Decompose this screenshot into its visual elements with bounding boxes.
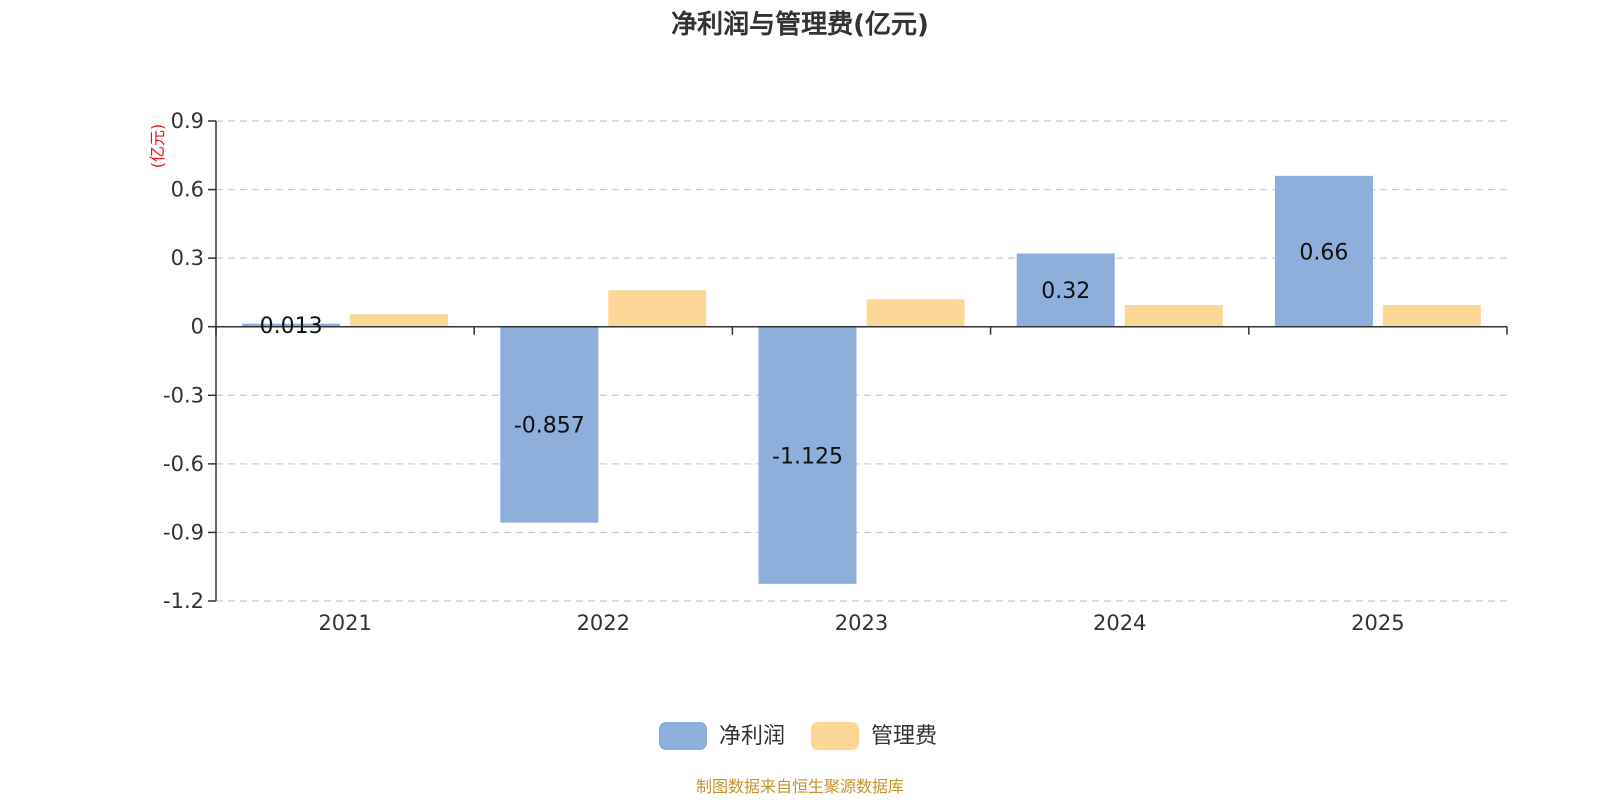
bar-net-profit-2023[interactable] xyxy=(758,326,857,584)
y-tick-label: -0.6 xyxy=(163,452,204,476)
bars xyxy=(242,175,1481,584)
bar-admin-expense-2024[interactable] xyxy=(1124,305,1223,327)
bar-admin-expense-2021[interactable] xyxy=(350,314,449,327)
y-tick-label: 0.9 xyxy=(171,109,204,133)
data-label: 0.66 xyxy=(1299,240,1348,265)
axes: 0.9 0.6 0.3 0 -0.3 -0.6 -0.9 -1.2 2021 2022 2023 20… xyxy=(163,109,1508,635)
x-tick-label: 2023 xyxy=(835,611,888,635)
x-tick-label: 2022 xyxy=(577,611,630,635)
data-label: -1.125 xyxy=(772,444,843,469)
bar-net-profit-2024[interactable] xyxy=(1016,253,1115,327)
legend-label[interactable]: 净利润 xyxy=(719,724,785,749)
legend-label[interactable]: 管理费 xyxy=(871,724,937,749)
legend-swatch[interactable] xyxy=(811,722,859,750)
x-tick-label: 2024 xyxy=(1093,611,1146,635)
source-note: 制图数据来自恒生聚源数据库 xyxy=(696,777,904,796)
bar-admin-expense-2025[interactable] xyxy=(1382,305,1481,327)
bar-net-profit-2022[interactable] xyxy=(500,326,599,523)
bar-net-profit-2021[interactable] xyxy=(242,323,341,327)
x-tick-label: 2021 xyxy=(318,611,371,635)
y-tick-label: 0.3 xyxy=(171,246,204,270)
y-tick-label: -0.3 xyxy=(163,383,204,407)
bar-admin-expense-2022[interactable] xyxy=(608,290,707,327)
y-axis-unit-label: (亿元) xyxy=(148,124,167,169)
data-labels: 0.013 -0.857 -1.125 0.32 0.66 xyxy=(260,240,1349,469)
y-tick-label: 0.6 xyxy=(171,178,204,202)
x-tick-label: 2025 xyxy=(1351,611,1404,635)
legend-swatch[interactable] xyxy=(659,722,707,750)
data-label: 0.013 xyxy=(260,314,323,339)
legend[interactable]: 净利润 管理费 xyxy=(659,722,937,750)
y-tick-label: -1.2 xyxy=(163,589,204,613)
bar-net-profit-2025[interactable] xyxy=(1274,175,1373,327)
chart-title: 净利润与管理费(亿元) xyxy=(671,9,929,40)
bar-admin-expense-2023[interactable] xyxy=(866,299,965,327)
y-tick-label: 0 xyxy=(191,315,204,339)
data-label: 0.32 xyxy=(1041,279,1090,304)
y-tick-label: -0.9 xyxy=(163,520,204,544)
data-label: -0.857 xyxy=(514,414,585,439)
